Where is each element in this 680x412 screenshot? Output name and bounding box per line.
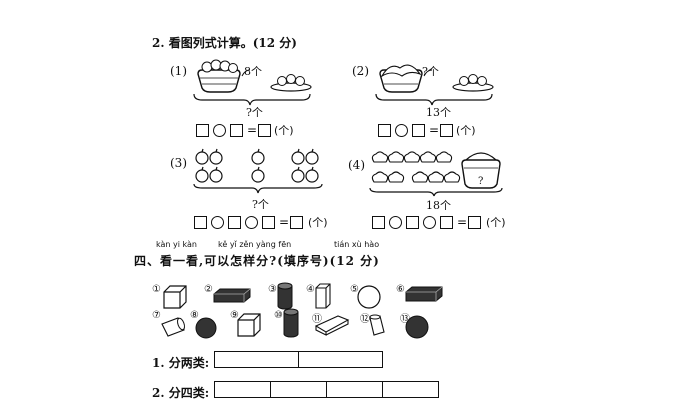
shape-number: ③ xyxy=(268,284,277,295)
cube-icon xyxy=(237,313,261,337)
shape-number: ⑫ xyxy=(360,314,370,325)
answer-box[interactable] xyxy=(196,124,209,137)
dark-cylinder-icon xyxy=(277,282,293,310)
answer-box[interactable] xyxy=(372,216,385,229)
problem-4-figure xyxy=(369,151,503,197)
shape-number: ④ xyxy=(306,284,315,295)
tilted-cylinder-icon xyxy=(161,317,185,337)
covered-basket-icon xyxy=(379,64,423,93)
answer-cell[interactable] xyxy=(298,351,383,368)
problem-3-bottom-count: ?个 xyxy=(252,198,269,211)
problem-4-basket-mark: ? xyxy=(478,176,484,187)
unit-label: (个) xyxy=(486,216,506,229)
answer-cell[interactable] xyxy=(270,381,327,398)
section-4-title: 四、看一看,可以怎样分?(填序号)(12 分) xyxy=(134,254,380,268)
pear-plate-icon xyxy=(452,74,494,92)
tilted-cylinder-icon xyxy=(369,314,385,336)
answer-box[interactable] xyxy=(258,124,271,137)
pinyin-ke-yi-zen-yang-fen: kě yǐ zěn yàng fēn xyxy=(218,240,292,249)
problem-2-figure xyxy=(375,64,494,106)
answer-box[interactable] xyxy=(194,216,207,229)
pinyin-kan-yi-kan: kàn yi kàn xyxy=(156,240,197,249)
shape-number: ⑩ xyxy=(274,310,283,321)
problem-4-label: (4) xyxy=(348,158,365,172)
answer-box[interactable] xyxy=(440,216,453,229)
equals-sign: = xyxy=(247,123,258,137)
dark-sphere-icon xyxy=(405,315,429,339)
answer-cell[interactable] xyxy=(382,381,439,398)
classify-two-label: 1. 分两类: xyxy=(152,356,210,370)
operator-circle[interactable] xyxy=(389,216,402,229)
shape-number: ⑬ xyxy=(400,314,410,325)
equals-sign: = xyxy=(279,215,290,229)
tilted-cuboid-icon xyxy=(314,315,350,336)
classify-four-label: 2. 分四类: xyxy=(152,386,210,400)
problem-2-label: (2) xyxy=(352,64,369,78)
answer-box[interactable] xyxy=(378,124,391,137)
unit-label: (个) xyxy=(274,124,294,137)
operator-circle[interactable] xyxy=(213,124,226,137)
shape-number: ⑧ xyxy=(190,310,199,321)
shape-number: ⑤ xyxy=(350,284,359,295)
problem-1-figure xyxy=(193,59,312,106)
shape-number: ② xyxy=(204,284,213,295)
dark-cylinder-icon xyxy=(283,308,299,338)
cuboid-icon xyxy=(315,283,331,309)
shape-number: ⑦ xyxy=(152,310,161,321)
problem-2-top-count: ?个 xyxy=(422,65,439,78)
answer-cell[interactable] xyxy=(326,381,383,398)
operator-circle[interactable] xyxy=(395,124,408,137)
answer-box[interactable] xyxy=(230,124,243,137)
answer-box[interactable] xyxy=(290,216,303,229)
shape-number: ⑪ xyxy=(312,314,322,325)
problem-1-bottom-count: ?个 xyxy=(246,106,263,119)
problem-1-label: (1) xyxy=(170,64,187,78)
cabbage-icon xyxy=(371,151,461,183)
problem-3-label: (3) xyxy=(170,156,187,170)
apple-icon xyxy=(195,151,319,183)
answer-box[interactable] xyxy=(228,216,241,229)
dark-cuboid-icon xyxy=(213,288,251,303)
shape-number: ① xyxy=(152,284,161,295)
unit-label: (个) xyxy=(308,216,328,229)
q2-title: 2. 看图列式计算。(12 分) xyxy=(152,36,297,50)
answer-cell[interactable] xyxy=(214,381,271,398)
answer-box[interactable] xyxy=(440,124,453,137)
shape-number: ⑨ xyxy=(230,310,239,321)
answer-box[interactable] xyxy=(262,216,275,229)
dark-sphere-icon xyxy=(195,317,217,339)
unit-label: (个) xyxy=(456,124,476,137)
equals-sign: = xyxy=(429,123,440,137)
equals-sign: = xyxy=(457,215,468,229)
cube-icon xyxy=(163,285,187,309)
dark-cuboid-icon xyxy=(405,286,443,302)
problem-3-figure xyxy=(193,148,323,194)
answer-box[interactable] xyxy=(412,124,425,137)
problem-4-bottom-count: 18个 xyxy=(426,199,451,212)
operator-circle[interactable] xyxy=(423,216,436,229)
fruit-basket-icon xyxy=(197,59,241,93)
problem-1-top-count: 8个 xyxy=(244,65,262,78)
answer-box[interactable] xyxy=(406,216,419,229)
problem-2-bottom-count: 13个 xyxy=(426,106,451,119)
operator-circle[interactable] xyxy=(211,216,224,229)
shape-number: ⑥ xyxy=(396,284,405,295)
pear-plate-icon xyxy=(270,74,312,92)
sphere-icon xyxy=(357,285,381,309)
answer-box[interactable] xyxy=(468,216,481,229)
operator-circle[interactable] xyxy=(245,216,258,229)
basket-icon xyxy=(461,152,501,189)
answer-cell[interactable] xyxy=(214,351,299,368)
pinyin-tian-xu-hao: tián xù hào xyxy=(334,240,380,249)
